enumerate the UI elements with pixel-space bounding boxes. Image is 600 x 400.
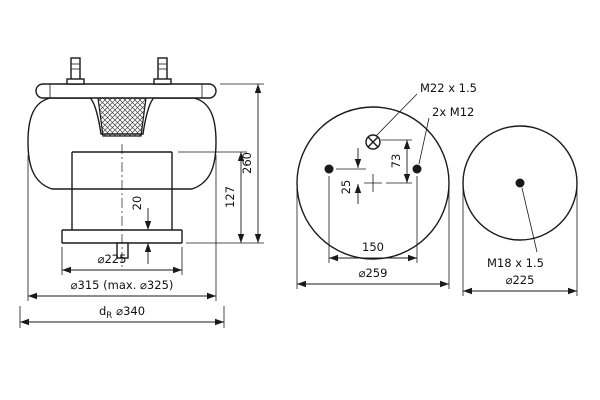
dim-dia-225-bottom-group: ⌀225 [462, 188, 578, 296]
side-view: 260 127 20 ⌀225 ⌀315 (max. ⌀325) [19, 57, 264, 328]
dim-25-group: 25 [339, 148, 362, 204]
dim-127: 127 [223, 186, 237, 208]
stud-dot-right [412, 164, 422, 174]
dim-73: 73 [389, 154, 403, 169]
air-port-symbol [365, 134, 381, 150]
dim-dia-259-group: ⌀259 [296, 188, 450, 289]
dim-rolling-diameter: dR⌀340 [99, 304, 145, 321]
top-plate-bead-lines [49, 84, 203, 98]
dim-dia-225-side-group: ⌀225 [61, 247, 183, 275]
center-thread-dot [515, 178, 525, 188]
top-plate [35, 83, 217, 99]
label-m22: M22 x 1.5 [420, 81, 477, 95]
leader-m22 [375, 93, 418, 137]
dim-260: 260 [240, 152, 254, 174]
dim-rolling-diameter-group: dR⌀340 [19, 304, 225, 328]
dim-dia-315-group: ⌀315 (max. ⌀325) [27, 155, 217, 301]
dim-20-group: 20 [130, 196, 152, 264]
top-view: M22 x 1.5 2x M12 73 25 150 ⌀259 [296, 81, 477, 289]
dim-dia-225-bottom: ⌀225 [506, 273, 535, 287]
dim-127-group: 127 [178, 151, 247, 243]
stud-dot-left [324, 164, 334, 174]
mounting-stud-left [66, 57, 85, 85]
leader-m12 [418, 117, 430, 165]
dim-25: 25 [339, 180, 353, 195]
dim-dia-225-side: ⌀225 [98, 252, 127, 266]
dim-150-group: 150 [328, 176, 418, 263]
dim-dia-259: ⌀259 [359, 266, 388, 280]
label-m18: M18 x 1.5 [487, 256, 544, 270]
dim-73-group: 73 [381, 139, 412, 184]
dim-150: 150 [362, 240, 384, 254]
dim-20: 20 [130, 196, 144, 211]
rubber-bellows-hatched [97, 97, 147, 137]
dim-dia-315: ⌀315 (max. ⌀325) [71, 278, 174, 292]
bellows-body [27, 97, 217, 190]
bottom-view: M18 x 1.5 ⌀225 [462, 125, 578, 296]
label-2x-m12: 2x M12 [432, 105, 474, 119]
mounting-stud-right [153, 57, 172, 85]
bottom-stud [116, 242, 129, 259]
center-mark [364, 174, 382, 192]
leader-m18 [521, 187, 538, 253]
